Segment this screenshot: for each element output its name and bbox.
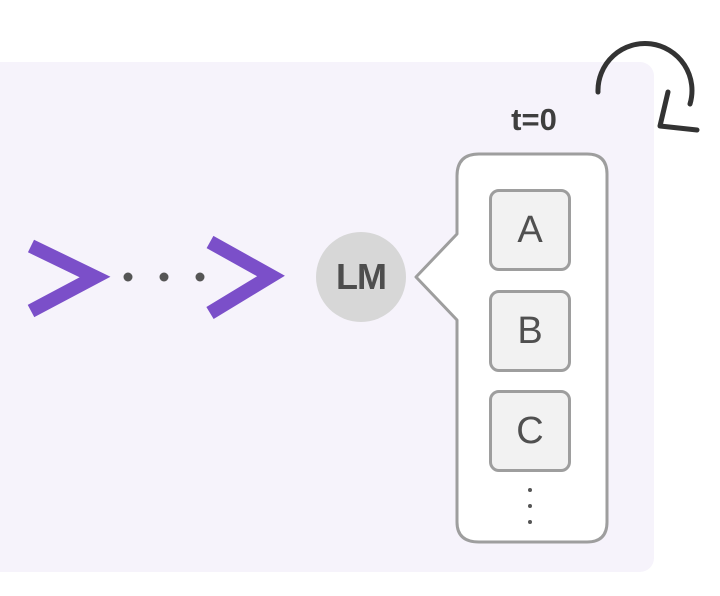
vertical-ellipsis-dot <box>528 504 532 508</box>
vertical-ellipsis-dot <box>528 520 532 524</box>
loop-arrow-icon <box>595 41 700 133</box>
token-box: A <box>489 189 571 271</box>
loop-arrowhead <box>657 89 700 133</box>
chevron-right-icon <box>27 239 111 318</box>
ellipsis-icon <box>123 272 205 282</box>
vertical-ellipsis-icon <box>520 484 540 532</box>
ellipsis-dot <box>195 272 205 282</box>
token-box: B <box>489 290 571 372</box>
chevron-right-icon <box>206 235 285 319</box>
loop-arc <box>595 41 695 107</box>
ellipsis-dot <box>123 272 133 282</box>
ellipsis-dot <box>159 272 169 282</box>
timestep-label: t=0 <box>511 102 557 137</box>
token-box: C <box>489 390 571 472</box>
vertical-ellipsis-dot <box>528 488 532 492</box>
lm-node: LM <box>316 232 406 322</box>
